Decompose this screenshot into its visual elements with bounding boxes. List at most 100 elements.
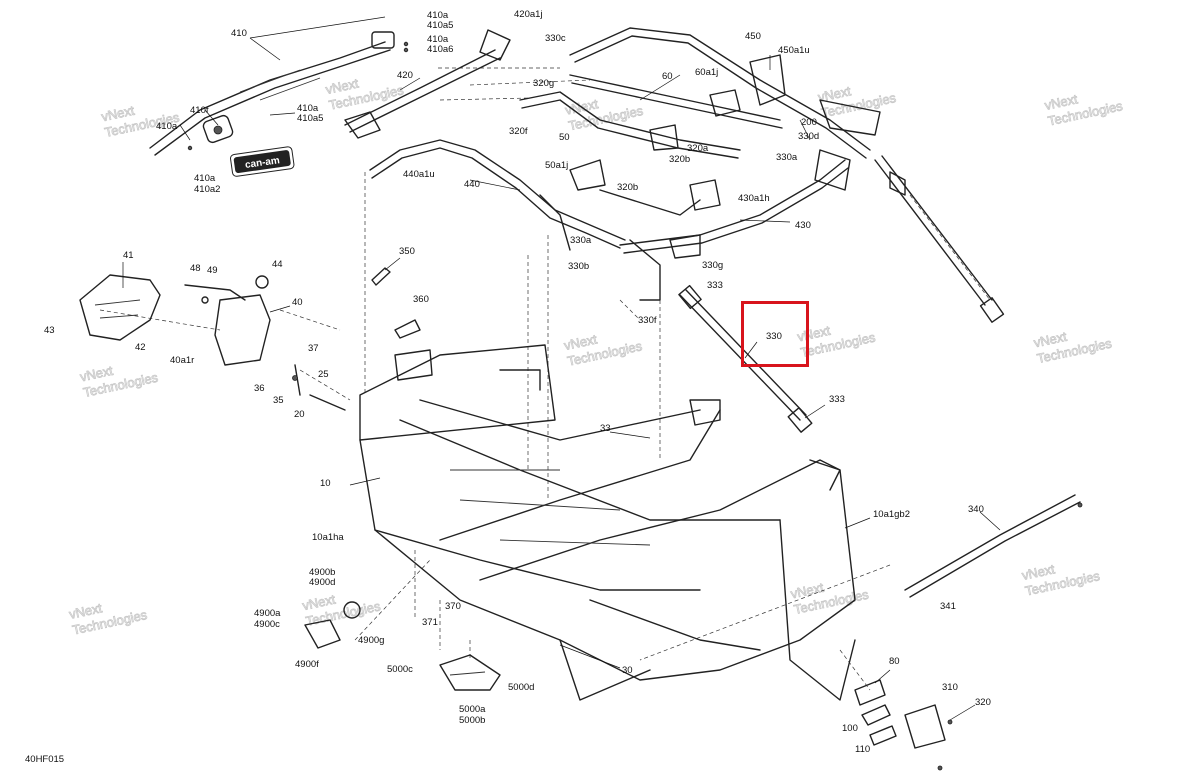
part-200-rod	[874, 155, 1005, 323]
callout-label: 320f	[509, 126, 528, 137]
callout-label: 49	[207, 265, 218, 276]
watermark-text: vNext	[79, 363, 115, 385]
callout-label: 320b	[669, 154, 690, 165]
callout-label: 410a	[156, 121, 178, 132]
part-100-plate	[861, 704, 891, 726]
watermark-text: vNext	[796, 323, 832, 345]
diagram-code: 40HF015	[25, 754, 64, 765]
callout-label: 310	[942, 682, 958, 693]
part-40-bracket	[184, 275, 271, 366]
callout-label: 330d	[798, 131, 819, 142]
callout-label: 25	[318, 369, 329, 380]
watermark-text: vNext	[100, 103, 136, 125]
callout-label: 333	[829, 394, 845, 405]
watermark-text: vNext	[817, 83, 853, 105]
callout-label: 410a	[194, 173, 216, 184]
callout-label: 36	[254, 383, 265, 394]
callout-label: 320g	[533, 78, 554, 89]
watermark-text: vNext	[1043, 91, 1079, 113]
callout-label: 333	[707, 280, 723, 291]
callout-label: 4900c	[254, 619, 280, 630]
callout-label: 4900a	[254, 608, 281, 619]
callout-label: 410a6	[427, 44, 453, 55]
callout-label: 440a1u	[403, 169, 435, 180]
callout-label: 30	[622, 665, 633, 676]
callout-label: 60a1j	[695, 67, 718, 78]
callout-label: 100	[842, 723, 858, 734]
callout-label: 4900g	[358, 635, 384, 646]
callout-label: 5000a	[459, 704, 486, 715]
leader-lines	[122, 16, 1001, 721]
part-360-clip	[394, 319, 421, 339]
part-5000-skid	[439, 654, 501, 691]
part-340-bar	[904, 494, 1083, 598]
can-am-logo-decal: can-am	[230, 146, 295, 177]
highlight-box-330	[741, 301, 809, 367]
callout-label: 430	[795, 220, 811, 231]
callout-label: 450	[745, 31, 761, 42]
watermark-text: vNext	[324, 75, 360, 97]
callout-label: 10	[320, 478, 331, 489]
callout-label: 4900b	[309, 567, 335, 578]
callout-label: 410a5	[297, 113, 323, 124]
part-350-strap	[371, 267, 391, 286]
watermark-text: vNext	[563, 331, 599, 353]
part-4900-bracket	[304, 601, 361, 649]
part-310-bracket	[904, 704, 953, 771]
callout-label: 48	[190, 263, 201, 274]
callout-label: 350	[399, 246, 415, 257]
callout-label: 330c	[545, 33, 566, 44]
callout-label: 330b	[568, 261, 589, 272]
part-430-rear-hoop	[619, 149, 851, 301]
part-420-bar	[344, 29, 511, 139]
callout-label: 330g	[702, 260, 723, 271]
callout-label: 43	[44, 325, 55, 336]
callout-label: 50	[559, 132, 570, 143]
callout-label: 5000c	[387, 664, 413, 675]
part-41-guard	[79, 274, 161, 341]
watermark-text: vNext	[68, 600, 104, 622]
callout-label: 410a	[427, 10, 449, 21]
callout-label-highlighted: 330	[766, 331, 782, 342]
callout-label: 440	[464, 179, 480, 190]
callout-label: 42	[135, 342, 146, 353]
callout-label: 5000d	[508, 682, 534, 693]
hardware-37-35	[292, 364, 346, 411]
callout-label: 410	[231, 28, 247, 39]
callout-label: 420a1j	[514, 9, 543, 20]
part-50-cross-bar	[519, 91, 741, 159]
callout-label: 410a2	[194, 184, 220, 195]
callout-label: 410a	[297, 103, 319, 114]
part-60-cross-bar	[569, 74, 783, 129]
callout-label: 410f	[190, 105, 209, 116]
part-110-plate	[869, 725, 897, 746]
can-am-logo-text: can-am	[244, 155, 280, 171]
callout-label: 80	[889, 656, 900, 667]
callout-label: 410a5	[427, 20, 453, 31]
callout-label: 33	[600, 423, 611, 434]
callout-label: 35	[273, 395, 284, 406]
part-10-main-frame	[359, 344, 856, 701]
callout-label: 320a	[687, 143, 709, 154]
callout-label: 10a1ha	[312, 532, 344, 543]
part-440-front-hoop	[369, 139, 721, 251]
callout-label: 410a	[427, 34, 449, 45]
callout-label: 50a1j	[545, 160, 568, 171]
part-330-rod	[678, 284, 813, 433]
callout-label: 420	[397, 70, 413, 81]
assembly-guide-lines	[99, 67, 991, 691]
callout-labels: 410 410a 410a5 410a 410a6 420a1j 330c 45…	[25, 9, 991, 765]
callout-label: 60	[662, 71, 673, 82]
watermark-text: vNext	[1020, 561, 1056, 583]
callout-label: 330f	[638, 315, 657, 326]
callout-label: 44	[272, 259, 283, 270]
callout-label: 340	[968, 504, 984, 515]
callout-label: 20	[294, 409, 305, 420]
callout-label: 341	[940, 601, 956, 612]
part-80-plate	[854, 679, 886, 706]
callout-label: 330a	[776, 152, 798, 163]
callout-label: 450a1u	[778, 45, 810, 56]
callout-label: 330a	[570, 235, 592, 246]
callout-label: 320b	[617, 182, 638, 193]
